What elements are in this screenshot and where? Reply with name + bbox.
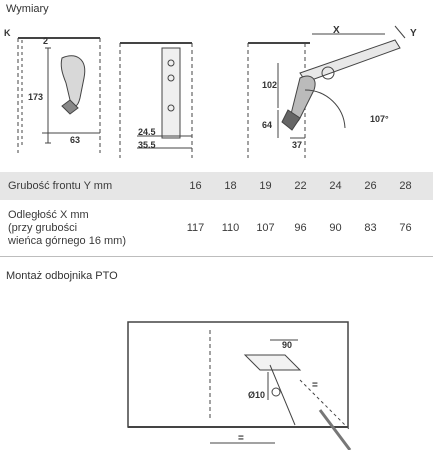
header-cell: 26 [364,180,377,192]
row-label-line: Odległość X mm [8,208,89,221]
header-cell: 28 [399,180,412,192]
table-row: Odległość X mm (przy grubości wieńca gór… [0,200,433,257]
label-63: 63 [70,135,80,145]
label-equal: = [238,433,244,444]
label-107-degrees: 107° [370,114,389,124]
label-35-5: 35.5 [138,140,156,150]
label-equal: = [312,380,318,391]
mounting-title: Montaż odbojnika PTO [6,270,118,282]
open-position-drawing: X Y 102 64 37 107° [247,25,417,158]
label-x: X [333,25,340,36]
row-label-line: wieńca górnego 16 mm) [8,234,127,247]
row-cell: 107 [256,222,275,234]
label-173: 173 [28,92,43,102]
row-cell: 76 [399,222,412,234]
header-cell: 24 [329,180,342,192]
dimensions-title: Wymiary [6,3,49,15]
row-cell: 90 [329,222,342,234]
header-cell: 18 [224,180,237,192]
row-cell: 110 [221,222,240,234]
label-y: Y [410,28,417,39]
mounting-drawing: 90 Ø10 = = [127,321,352,450]
header-cell: 16 [189,180,202,192]
row-cell: 96 [294,222,307,234]
label-2: 2 [43,36,48,46]
dimension-drawings: K 2 173 63 24.5 35.5 X Y 102 64 [4,25,417,158]
label-90: 90 [282,340,292,350]
dimension-table: Grubość frontu Y mm 16 18 19 22 24 26 28… [0,172,433,257]
label-k: K [4,28,11,38]
label-24-5: 24.5 [138,127,156,137]
label-64: 64 [262,120,272,130]
label-102: 102 [262,80,277,90]
row-label-line: (przy grubości [8,221,78,234]
header-cell: 22 [294,180,307,192]
header-label: Grubość frontu Y mm [8,179,113,192]
table-header-row: Grubość frontu Y mm 16 18 19 22 24 26 28 [0,172,433,200]
side-view-drawing: K 2 173 63 [4,28,101,153]
label-diameter-10: Ø10 [248,390,265,400]
row-cell: 117 [186,222,205,234]
front-view-drawing: 24.5 35.5 [119,42,193,158]
row-cell: 83 [364,222,377,234]
row-label: Odległość X mm (przy grubości wieńca gór… [0,209,178,248]
header-cell: 19 [259,180,272,192]
label-37: 37 [292,140,302,150]
